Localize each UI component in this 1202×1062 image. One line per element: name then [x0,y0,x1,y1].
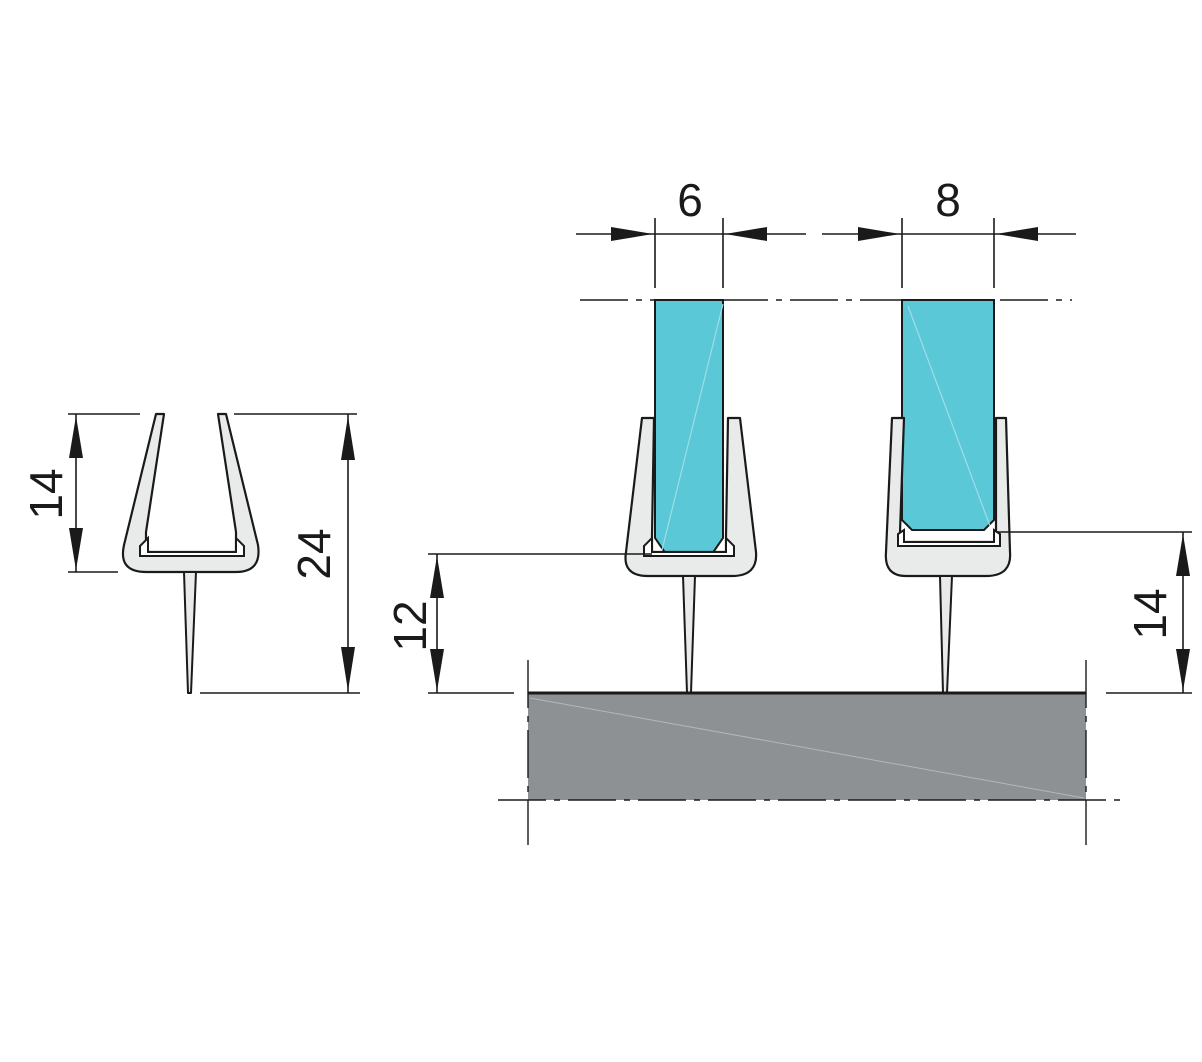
dimension-label-mount-b: 14 [1124,588,1176,639]
seal-inner-groove [139,535,245,557]
arrow-left-icon [725,227,767,241]
base-block [528,694,1086,800]
arrow-up-icon [1176,534,1190,576]
glass-pane-a [654,299,724,555]
seal-a-fin [682,575,696,694]
arrow-up-icon [69,416,83,458]
dimension-label-glass-b: 8 [935,174,961,226]
arrow-down-icon [341,647,355,691]
base-reflection [529,697,1085,799]
seal-a-groove [643,535,735,557]
seal-b-groove [897,528,1001,547]
dimension-label-total-height: 24 [288,528,340,579]
seal-profile-standalone: 14 24 [20,412,360,694]
arrow-up-icon [430,556,444,598]
arrow-down-icon [430,649,444,691]
arrow-left-icon [996,227,1038,241]
arrow-right-icon [858,227,900,241]
arrow-right-icon [611,227,653,241]
seal-u-profile [121,412,260,574]
seal-fin [183,571,197,694]
glass-reflection-b [907,305,991,527]
dimension-label-channel-height: 14 [20,468,72,519]
arrow-up-icon [341,416,355,460]
glass-reflection-a [661,303,724,551]
arrow-down-icon [69,528,83,570]
assembly: 6 8 12 [384,174,1192,845]
seal-a-profile [624,416,758,578]
dimension-label-glass-a: 6 [677,174,703,226]
seal-b-fin [939,575,953,694]
arrow-down-icon [1176,649,1190,691]
dimension-label-mount-a: 12 [384,600,436,651]
